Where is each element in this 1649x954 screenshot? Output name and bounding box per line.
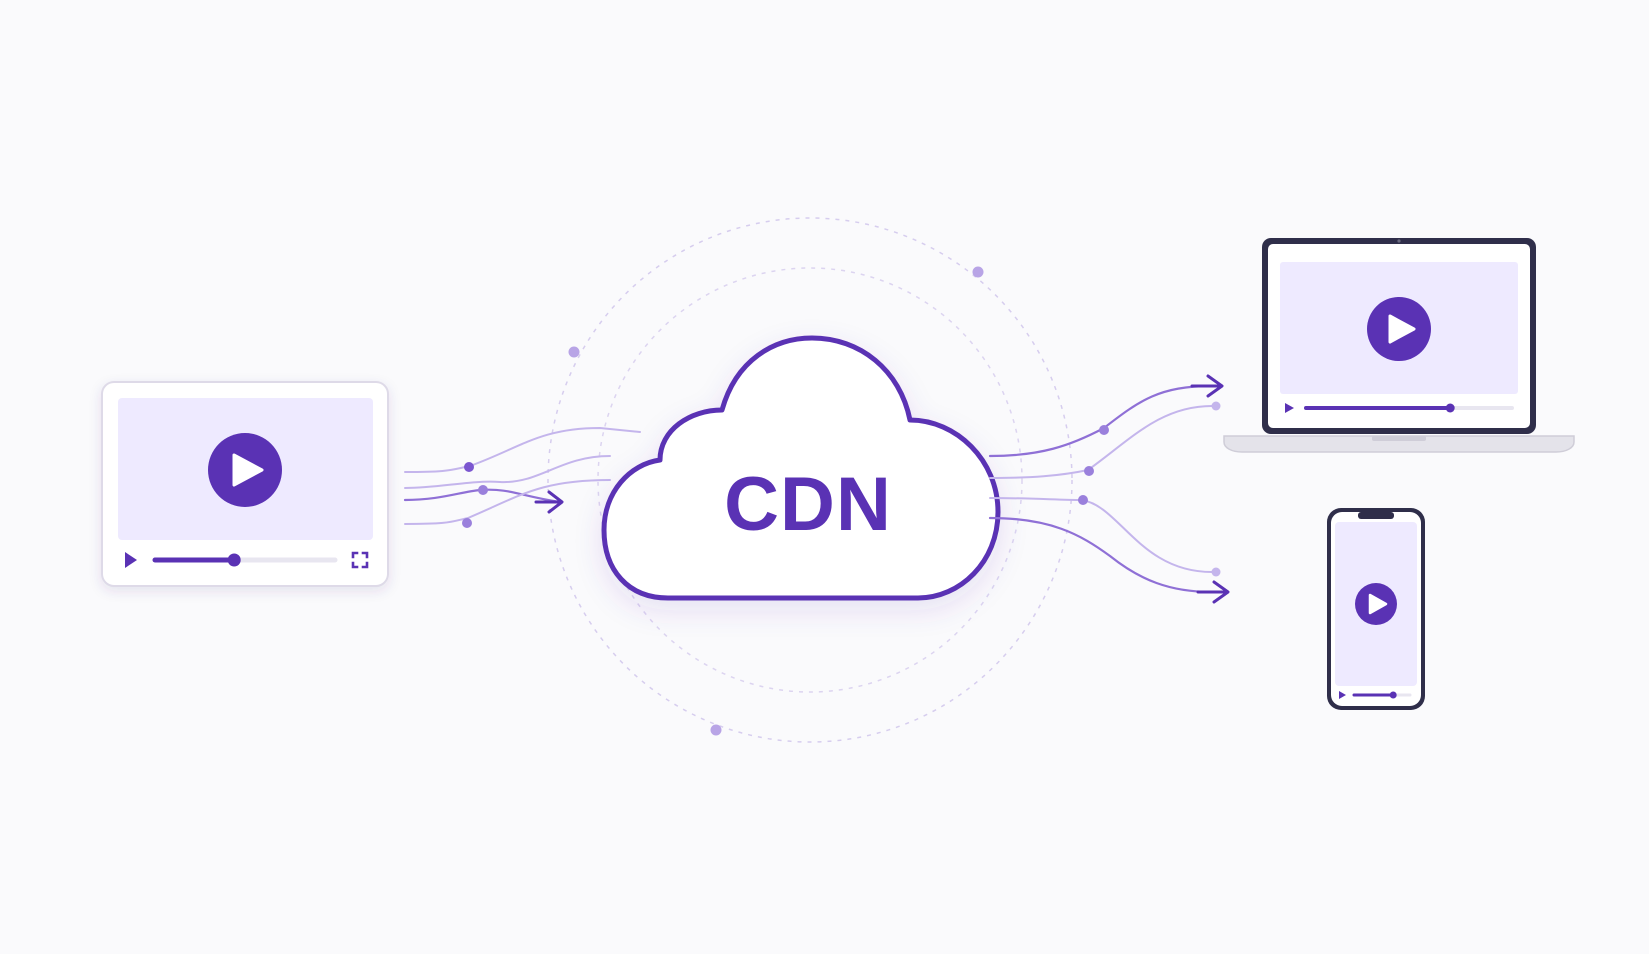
play-circle-icon[interactable] (1355, 583, 1397, 625)
play-icon[interactable] (1339, 691, 1346, 699)
phone-notch (1358, 512, 1394, 519)
progress-knob[interactable] (227, 553, 241, 567)
progress-knob[interactable] (1389, 691, 1397, 699)
play-icon[interactable] (1285, 403, 1294, 413)
orbit-dot (972, 266, 984, 278)
play-circle-icon[interactable] (208, 433, 282, 507)
laptop-camera (1397, 239, 1401, 243)
stream-node (478, 485, 488, 495)
cdn-label: CDN (724, 462, 892, 547)
stream-node (1211, 567, 1221, 577)
stream-node (1084, 466, 1094, 476)
laptop-notch (1372, 436, 1426, 441)
arrow-right-icon (534, 490, 564, 514)
play-circle-icon[interactable] (1367, 297, 1431, 361)
fullscreen-icon[interactable] (351, 551, 369, 569)
play-icon[interactable] (125, 552, 137, 568)
arrow-right-icon (1190, 374, 1224, 398)
incoming-streams (403, 426, 641, 528)
stream-node (462, 518, 472, 528)
cdn-cloud (601, 335, 1001, 601)
source-video-player-content (118, 398, 373, 569)
outgoing-streams (988, 374, 1230, 604)
laptop-base (1223, 435, 1575, 453)
orbit-dot (568, 346, 580, 358)
stream-node (1211, 401, 1221, 411)
laptop-device (1223, 238, 1575, 453)
progress-knob[interactable] (1445, 403, 1455, 413)
orbit-rings (547, 217, 1073, 743)
phone-device (1327, 508, 1425, 710)
stream-node (1078, 495, 1088, 505)
stream-node (1099, 425, 1109, 435)
orbit-dot (710, 724, 722, 736)
stream-node (464, 462, 474, 472)
arrow-right-icon (1196, 580, 1230, 604)
